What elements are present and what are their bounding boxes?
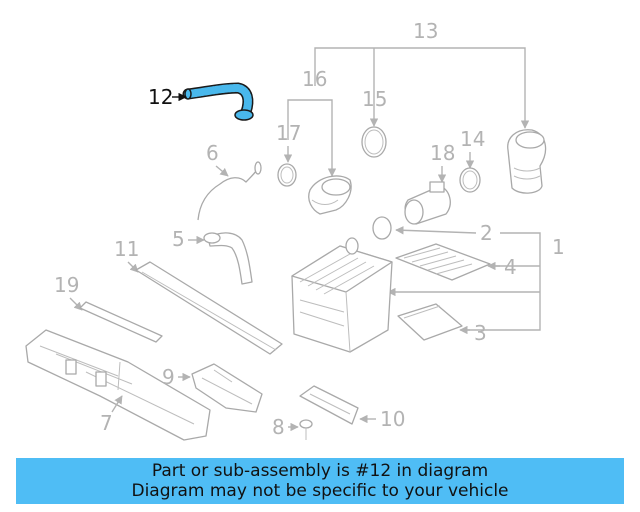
part-11-strip[interactable] xyxy=(135,261,283,355)
part-19-seal[interactable] xyxy=(79,301,163,343)
info-banner: Part or sub-assembly is #12 in diagram D… xyxy=(16,458,624,504)
callout-7: 7 xyxy=(100,411,113,435)
callout-16: 16 xyxy=(302,67,327,91)
callout-6: 6 xyxy=(206,141,219,165)
callout-18: 18 xyxy=(430,141,455,165)
callout-15: 15 xyxy=(362,87,387,111)
part-10-vent[interactable] xyxy=(299,385,359,425)
part-5-hose[interactable] xyxy=(203,232,253,285)
part-4-filter[interactable] xyxy=(395,243,491,281)
air-filter-housing[interactable] xyxy=(291,237,393,353)
part-9-bracket[interactable] xyxy=(191,363,263,413)
callout-9: 9 xyxy=(162,365,175,389)
callout-8: 8 xyxy=(272,415,285,439)
callout-10: 10 xyxy=(380,407,405,431)
part-2-seal[interactable] xyxy=(372,216,392,240)
part-15-clamp[interactable] xyxy=(361,126,387,158)
part-8-screw[interactable] xyxy=(299,419,313,440)
part-17-ring[interactable] xyxy=(277,163,297,187)
part-12-hose[interactable] xyxy=(182,82,254,121)
part-13-duct[interactable] xyxy=(507,129,547,194)
part-14-clamp[interactable] xyxy=(459,167,481,193)
callout-1: 1 xyxy=(552,235,565,259)
callout-4: 4 xyxy=(504,255,517,279)
callout-5: 5 xyxy=(172,227,185,251)
part-6-pipe[interactable] xyxy=(197,161,262,221)
part-16-elbow[interactable] xyxy=(308,175,352,215)
callout-2: 2 xyxy=(480,221,493,245)
callout-3: 3 xyxy=(474,321,487,345)
callout-13: 13 xyxy=(413,19,438,43)
banner-line-2: Diagram may not be specific to your vehi… xyxy=(131,481,509,501)
part-7-duct[interactable] xyxy=(25,329,211,441)
banner-line-1: Part or sub-assembly is #12 in diagram xyxy=(151,461,489,481)
parts-diagram: 12 13 16 15 17 14 18 6 xyxy=(25,19,565,441)
part-18-mass-air-sensor[interactable] xyxy=(404,181,451,225)
callout-14: 14 xyxy=(460,127,485,151)
part-3-element[interactable] xyxy=(397,303,463,341)
callout-12: 12 xyxy=(148,85,173,109)
callout-17: 17 xyxy=(276,121,301,145)
callout-11: 11 xyxy=(114,237,139,261)
callout-19: 19 xyxy=(54,273,79,297)
